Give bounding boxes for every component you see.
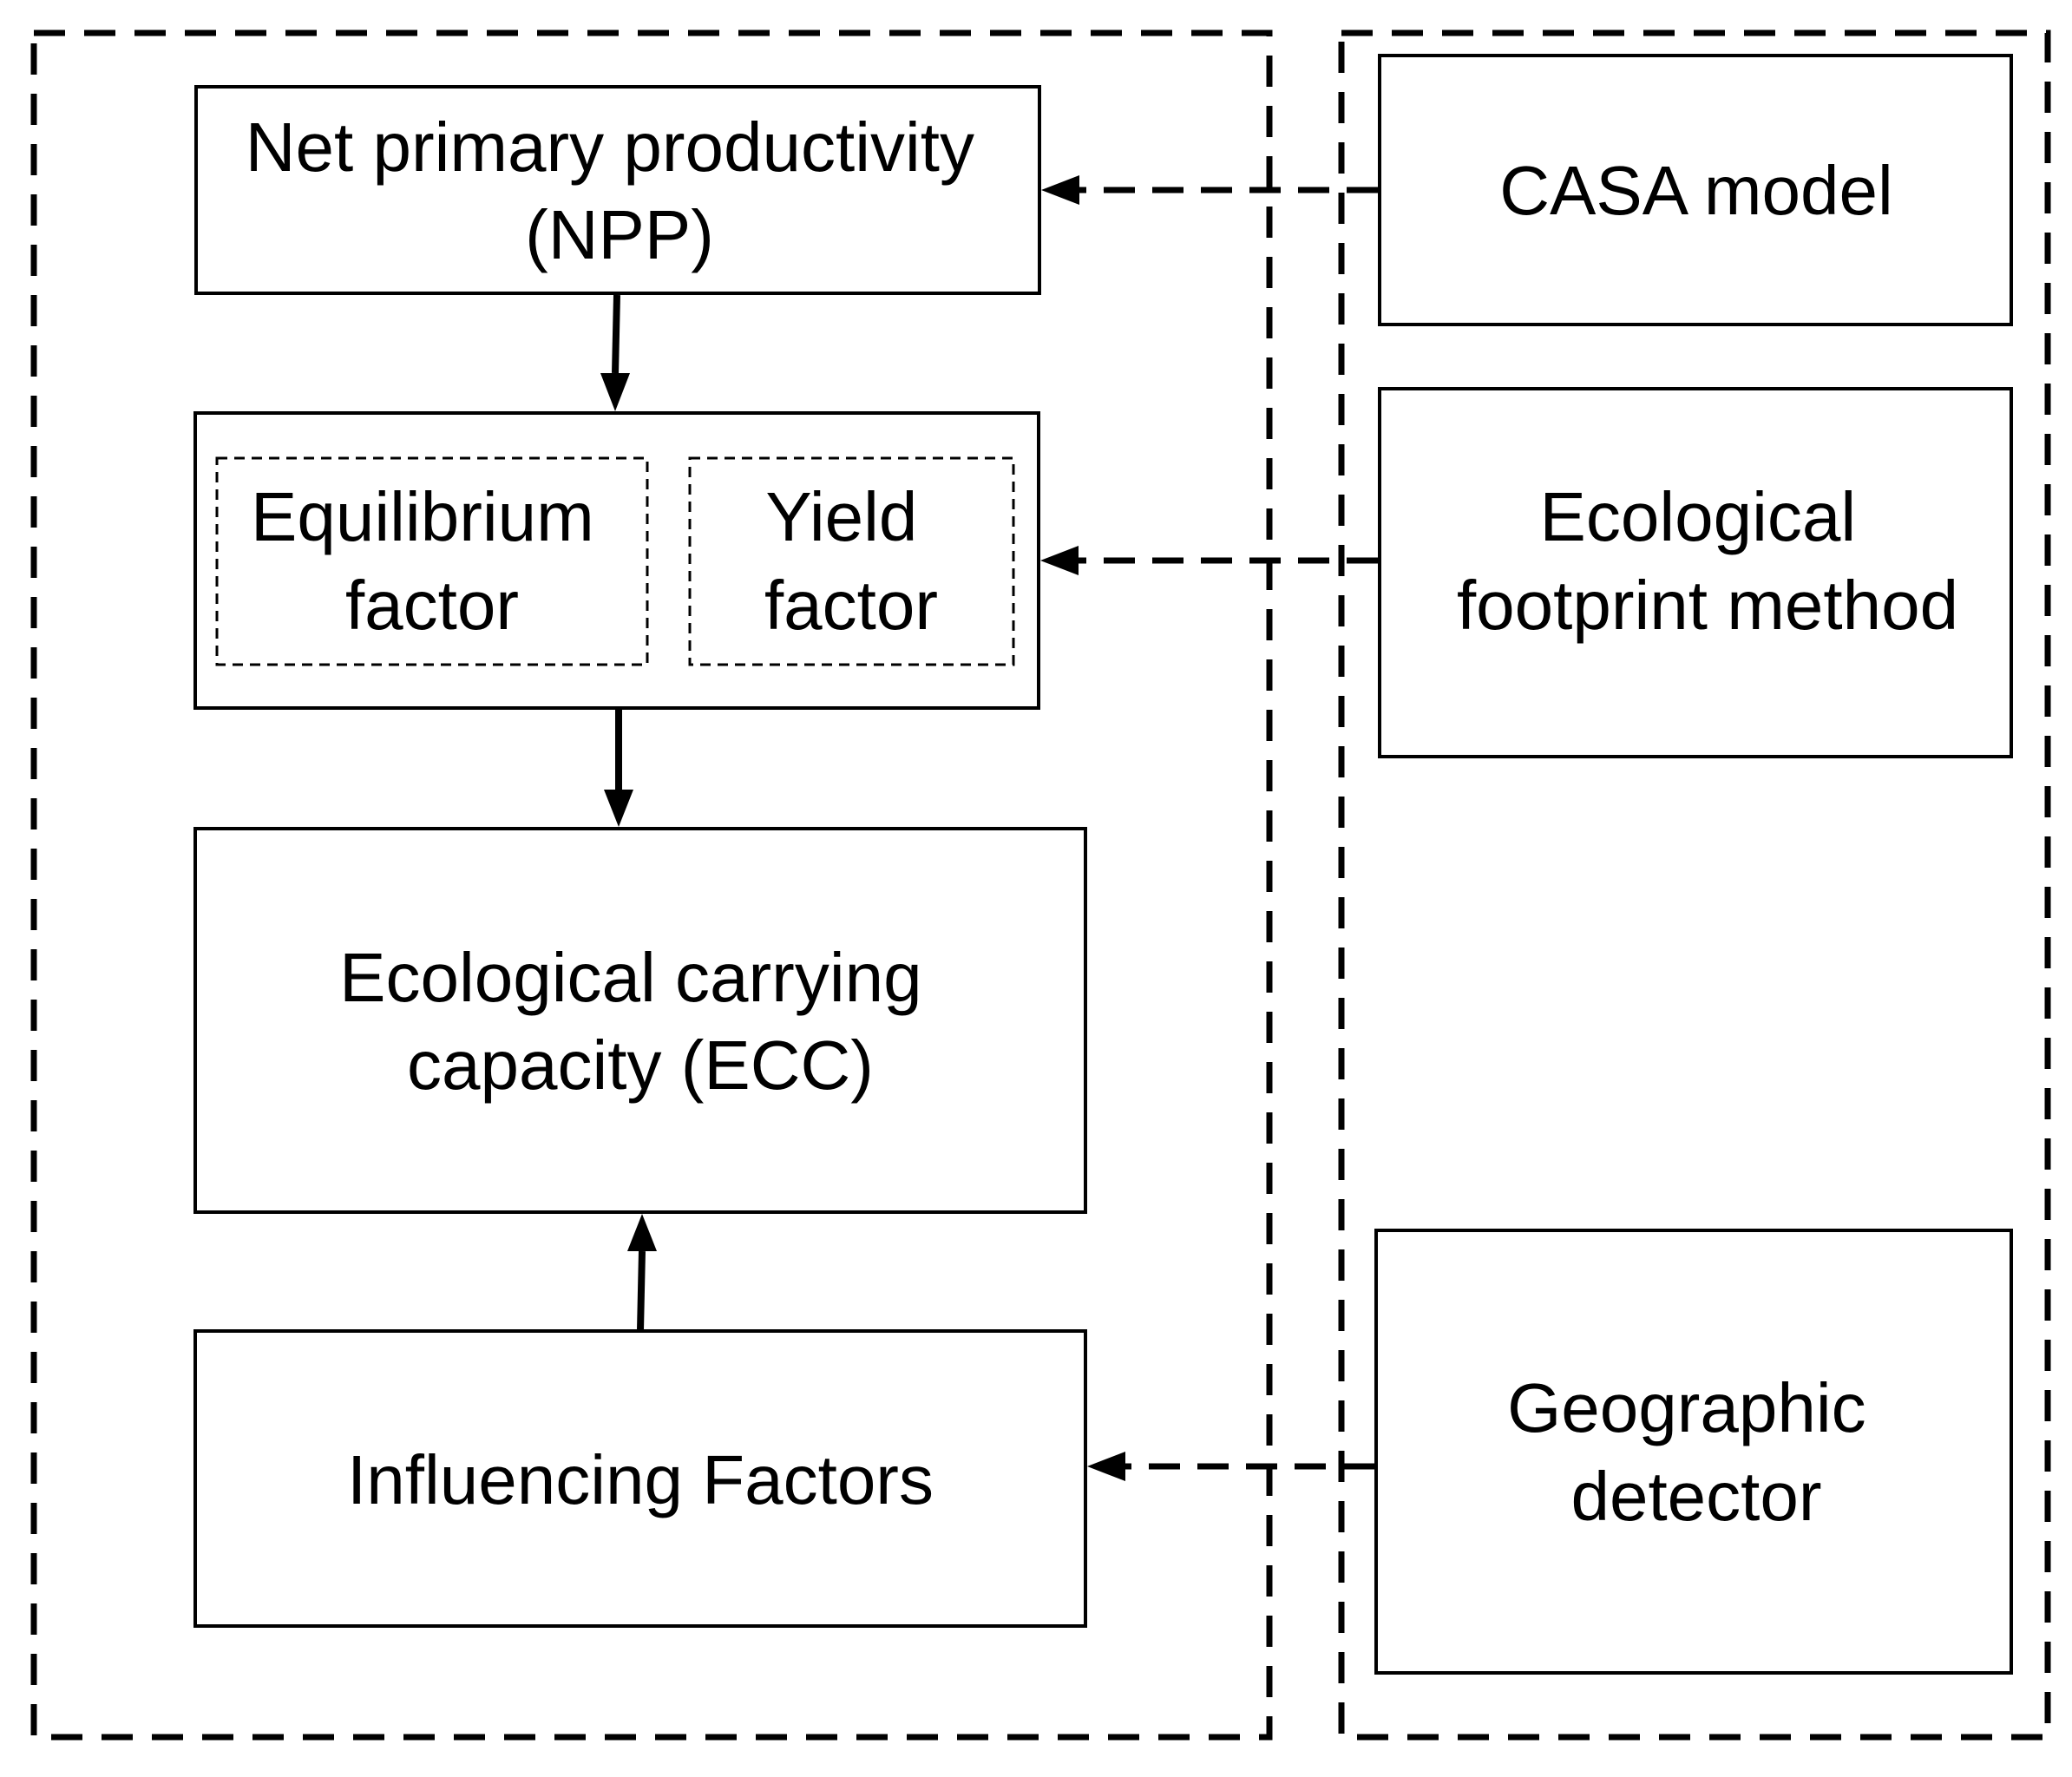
arrow-npp-to-factors: [612, 294, 620, 374]
ecological-footprint-line-1: Ecological: [1540, 478, 1857, 555]
arrow-npp-to-factors-head: [600, 373, 630, 411]
left-group-frame: [30, 30, 1273, 1741]
yield-factor-line-2: factor: [764, 567, 938, 644]
arrow-geodetector-to-influencing-head: [1087, 1452, 1125, 1481]
geographic-detector-line-2: detector: [1570, 1458, 1821, 1535]
equilibrium-factor-line-2: factor: [345, 567, 519, 644]
ecological-footprint-line-2: footprint method: [1457, 567, 1958, 644]
yield-factor-line-1: Yield: [765, 478, 917, 555]
ecological-footprint-box: [1378, 387, 2013, 758]
casa-model-label: CASA model: [1499, 152, 1893, 229]
npp-label: Net primary productivity (NPP): [246, 108, 993, 273]
npp-label-line-1: Net primary productivity: [246, 108, 974, 186]
ecc-label: Ecological carrying capacity (ECC): [339, 939, 941, 1104]
casa-model-box: [1378, 54, 2013, 326]
ecc-label-line-2: capacity (ECC): [407, 1026, 874, 1104]
geographic-detector-box: [1374, 1229, 2013, 1675]
casa-model-line-1: CASA model: [1499, 152, 1893, 229]
ecc-box: [193, 827, 1087, 1214]
arrow-casa-to-npp-head: [1041, 175, 1079, 205]
ecological-footprint-label: Ecological footprint method: [1457, 478, 1958, 644]
yield-factor-box: [688, 456, 1015, 666]
arrow-influencing-to-ecc-head: [627, 1214, 657, 1251]
arrow-factors-to-ecc-head: [604, 790, 633, 827]
yield-factor-label: Yield factor: [764, 478, 938, 644]
equilibrium-factor-label: Equilibrium factor: [251, 478, 613, 644]
equilibrium-factor-line-1: Equilibrium: [251, 478, 594, 555]
geographic-detector-line-1: Geographic: [1507, 1369, 1866, 1446]
ecc-label-line-1: Ecological carrying: [339, 939, 921, 1016]
equilibrium-factor-box: [215, 456, 649, 666]
npp-label-line-2: (NPP): [525, 196, 714, 273]
npp-box: [194, 85, 1041, 295]
arrow-footprint-to-factors-head: [1040, 546, 1079, 575]
arrow-influencing-to-ecc: [637, 1250, 646, 1331]
influencing-factors-label: Influencing Factors: [347, 1441, 934, 1518]
geographic-detector-label: Geographic detector: [1507, 1369, 1885, 1535]
influencing-factors-line-1: Influencing Factors: [347, 1441, 934, 1518]
influencing-factors-box: [193, 1329, 1087, 1628]
right-group-frame: [1338, 30, 2051, 1741]
